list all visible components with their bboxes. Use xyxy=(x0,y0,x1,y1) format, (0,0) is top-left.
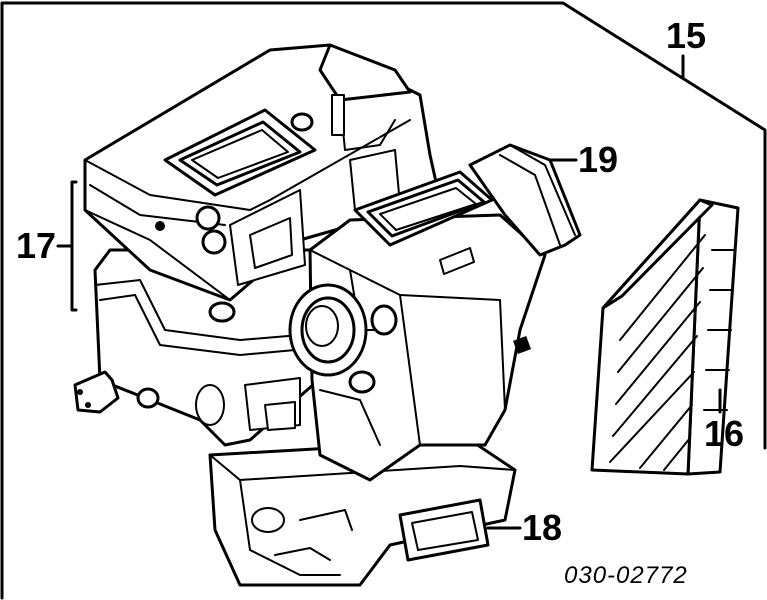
callout-15: 15 xyxy=(666,15,706,56)
leader-lines xyxy=(56,54,722,530)
callout-19: 19 xyxy=(578,139,618,180)
upper-case xyxy=(83,43,442,323)
reference-code: 030-02772 xyxy=(564,562,688,589)
blower-unit xyxy=(288,170,547,482)
callout-18: 18 xyxy=(522,507,562,548)
callout-17: 17 xyxy=(16,225,56,266)
air-duct xyxy=(468,143,582,257)
heater-core xyxy=(590,198,740,476)
lower-case xyxy=(208,438,517,587)
evaporator-case xyxy=(73,248,332,447)
callout-16: 16 xyxy=(704,413,744,454)
